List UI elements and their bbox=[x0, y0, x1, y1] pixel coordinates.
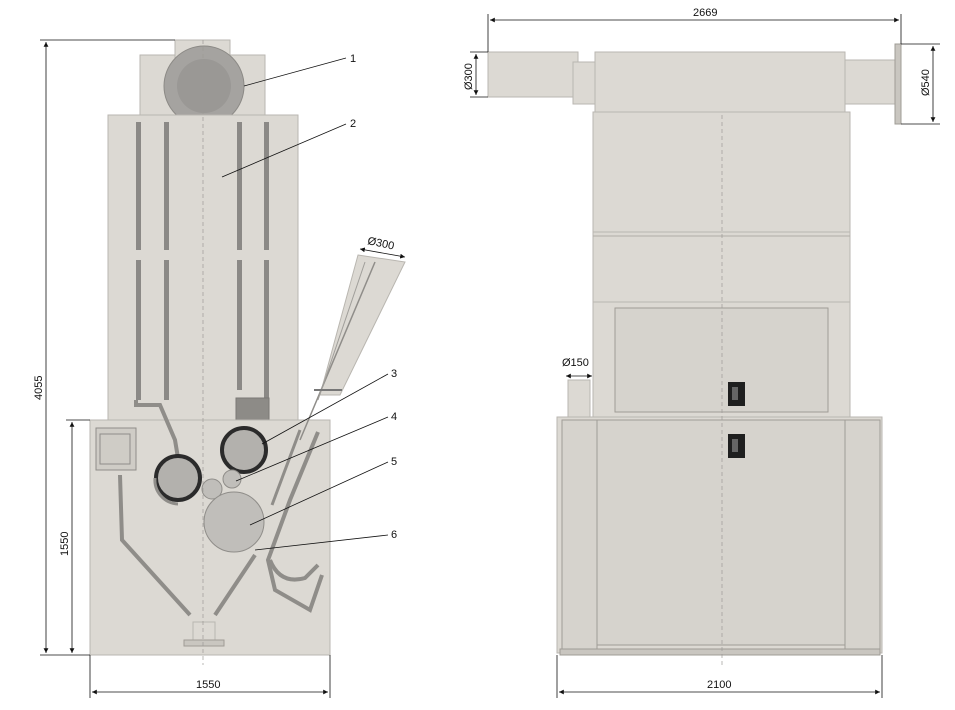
slot bbox=[264, 260, 269, 400]
upper-cabinet bbox=[592, 111, 851, 233]
inlet-connector bbox=[572, 61, 596, 105]
upper-door bbox=[614, 307, 829, 413]
callout-number: 4 bbox=[391, 411, 397, 423]
roll-left-shroud bbox=[153, 477, 179, 506]
roll-left bbox=[154, 454, 202, 502]
callout-leader-1 bbox=[243, 57, 347, 87]
lower-door bbox=[596, 419, 846, 646]
callout-leader-4 bbox=[235, 416, 389, 482]
slot bbox=[136, 122, 141, 250]
inner-duct bbox=[134, 400, 182, 471]
dim-total-height: 4055 bbox=[33, 376, 45, 400]
callout-number: 1 bbox=[350, 53, 356, 65]
top-outlet-inner bbox=[177, 59, 231, 113]
chute-line bbox=[299, 261, 376, 441]
small-roll bbox=[201, 478, 223, 500]
slot bbox=[136, 260, 141, 400]
roll-5 bbox=[203, 491, 265, 553]
slot bbox=[264, 122, 269, 250]
callout-leader-3 bbox=[261, 373, 389, 445]
small-roll-4 bbox=[222, 469, 242, 489]
outlet-pipe bbox=[844, 59, 896, 105]
slot bbox=[237, 122, 242, 250]
chute-lower bbox=[270, 429, 302, 506]
return-duct-inner bbox=[268, 559, 320, 582]
control-box bbox=[95, 427, 137, 471]
right-front-view: 2669 Ø300 Ø540 Ø150 2100 bbox=[463, 7, 940, 698]
slot bbox=[164, 260, 169, 400]
dim-chute-diameter: Ø300 bbox=[366, 235, 395, 252]
dim-outlet-diameter: Ø540 bbox=[920, 69, 932, 96]
lower-right-post bbox=[844, 419, 881, 654]
callout-number: 5 bbox=[391, 456, 397, 468]
bottom-flange bbox=[183, 639, 225, 647]
callout-leader-6 bbox=[254, 534, 389, 551]
inlet-pipe bbox=[487, 51, 579, 98]
outlet-flange bbox=[894, 43, 902, 125]
middle-cabinet bbox=[592, 231, 851, 303]
control-box-inner bbox=[99, 433, 131, 465]
feed-chute bbox=[319, 254, 406, 396]
dim-total-width: 2669 bbox=[693, 7, 717, 19]
inner-duct-left bbox=[118, 474, 192, 617]
left-side-view: 1 2 3 4 5 6 4055 1550 1550 Ø300 bbox=[33, 39, 406, 698]
slot bbox=[164, 122, 169, 250]
return-duct bbox=[265, 431, 324, 613]
bottom-outlet bbox=[192, 621, 216, 643]
top-duct bbox=[594, 51, 846, 113]
callout-leader-2 bbox=[221, 123, 347, 178]
lower-left-post bbox=[561, 419, 598, 654]
dark-block bbox=[235, 397, 270, 421]
chute-line bbox=[317, 261, 366, 401]
dim-width: 1550 bbox=[196, 679, 220, 691]
base-plate bbox=[559, 648, 881, 656]
dim-small-pipe-diameter: Ø150 bbox=[562, 357, 589, 369]
dim-line-chute bbox=[359, 247, 406, 259]
callout-number: 2 bbox=[350, 118, 356, 130]
dim-base-width: 2100 bbox=[707, 679, 731, 691]
callout-leader-5 bbox=[249, 461, 389, 526]
slot bbox=[237, 260, 242, 390]
dim-inlet-diameter: Ø300 bbox=[463, 63, 475, 90]
callout-number: 6 bbox=[391, 529, 397, 541]
small-pipe bbox=[567, 379, 591, 419]
dim-lower-height: 1550 bbox=[59, 532, 71, 556]
callout-number: 3 bbox=[391, 368, 397, 380]
hopper-right bbox=[213, 553, 257, 617]
roll-3 bbox=[220, 426, 268, 474]
upper-door-latch-inner bbox=[732, 387, 738, 400]
lower-door-latch-inner bbox=[732, 439, 738, 452]
